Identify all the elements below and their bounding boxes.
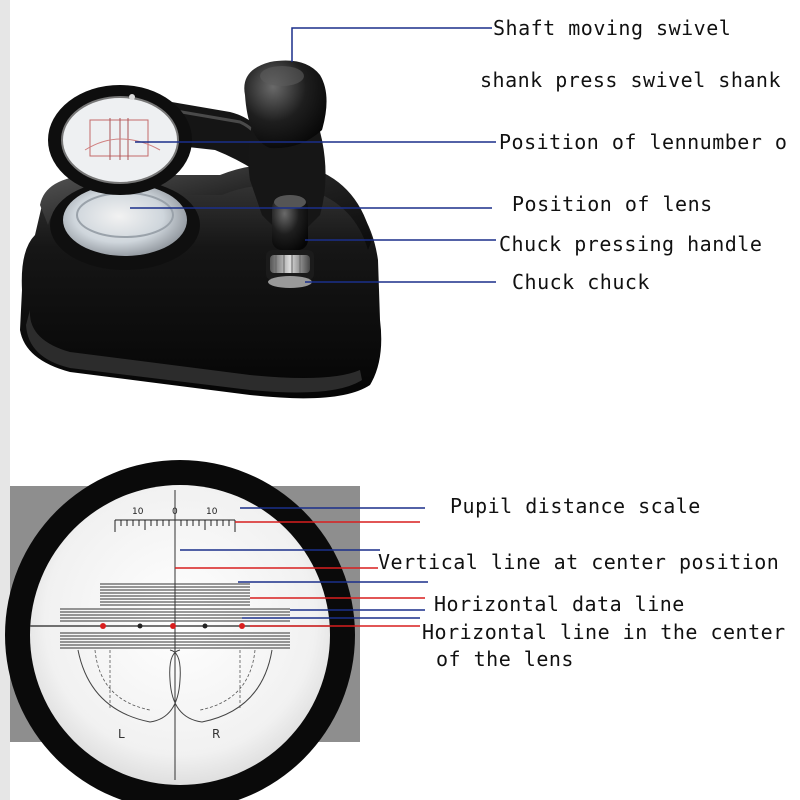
- label-horizontal-center-2: of the lens: [436, 647, 574, 671]
- label-chuck: Chuck chuck: [512, 270, 650, 294]
- device-base-highlight: [26, 310, 362, 393]
- horizontal-data-lines-upper: [100, 583, 250, 606]
- scale-tick-left: 10: [132, 507, 144, 517]
- label-lens-number: Position of lennumber o: [499, 130, 788, 154]
- lens-mark-right: R: [212, 727, 220, 741]
- left-edge-strip: [0, 0, 10, 800]
- label-shaft-swivel: Shaft moving swivel: [493, 16, 732, 40]
- label-shank-press: shank press swivel shank: [480, 68, 781, 92]
- horizontal-data-lines-main: [60, 608, 290, 649]
- reticle-illustration: 10 0 10: [5, 460, 428, 800]
- chuck-pressing-handle: [272, 198, 308, 250]
- center-dot-left-red: [100, 623, 106, 629]
- leader-shaft-swivel: [291, 27, 492, 62]
- label-vertical-line: Vertical line at center position: [378, 550, 780, 574]
- label-horizontal-center-1: Horizontal line in the center: [422, 620, 786, 644]
- label-horizontal-data: Horizontal data line: [434, 592, 685, 616]
- center-dot-left: [137, 623, 143, 629]
- center-dot-right-red: [239, 623, 245, 629]
- label-chuck-handle: Chuck pressing handle: [499, 232, 763, 256]
- center-dot-center-red: [170, 623, 176, 629]
- lens-outline-right: [169, 649, 273, 723]
- shaft-swivel-knob: [244, 60, 327, 149]
- lens-outline-left: [77, 649, 181, 723]
- scale-tick-right: 10: [206, 507, 218, 517]
- reticle-face: [30, 485, 330, 785]
- label-pupil-scale: Pupil distance scale: [450, 494, 701, 518]
- lens-mark-left: L: [118, 727, 125, 741]
- device-illustration: [20, 27, 496, 399]
- label-lens-position: Position of lens: [512, 192, 713, 216]
- lens-glass-lower: [63, 184, 187, 256]
- center-dot-right: [202, 623, 208, 629]
